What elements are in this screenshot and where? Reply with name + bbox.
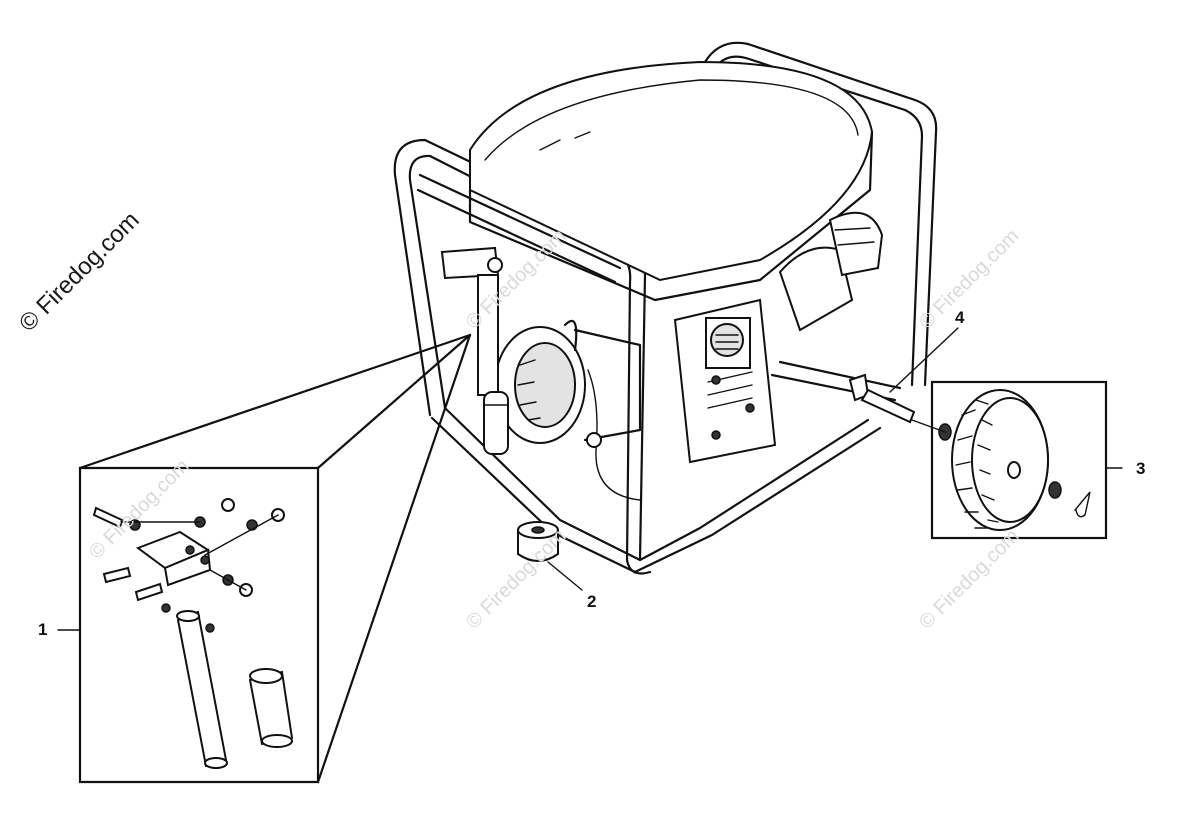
callout-4: 4 — [955, 308, 965, 327]
handle-kit-detail-box — [78, 333, 472, 784]
installed-handle — [440, 246, 509, 455]
axle-part — [848, 373, 916, 424]
rubber-foot-part — [517, 521, 559, 562]
alternator — [494, 319, 642, 501]
engine — [673, 211, 884, 464]
wheel-detail-box — [911, 380, 1108, 540]
callout-1: 1 — [38, 620, 48, 639]
fuel-tank — [468, 60, 874, 302]
part4-leader — [889, 327, 959, 393]
callout-3: 3 — [1136, 459, 1146, 478]
callout-2: 2 — [587, 592, 597, 611]
part2-leader — [547, 561, 583, 591]
